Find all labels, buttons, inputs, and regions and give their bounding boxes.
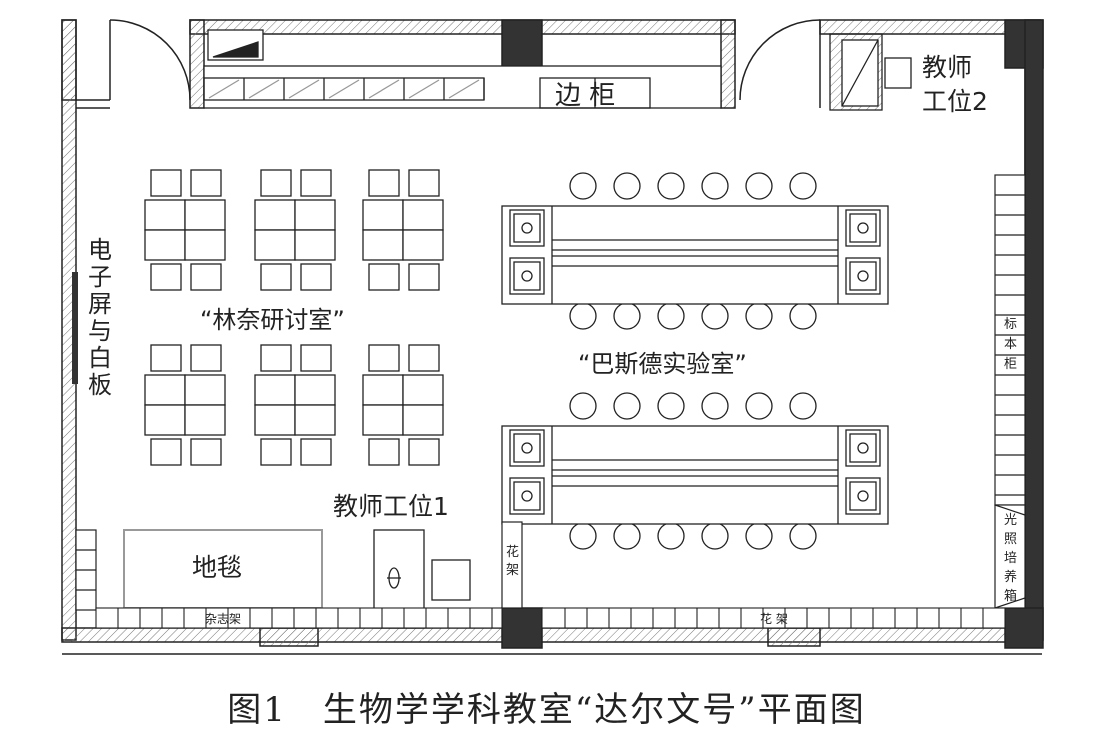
left-cabinet — [75, 529, 97, 611]
discussion-tables — [144, 169, 444, 466]
flower-stand-small-label: 花架 — [506, 544, 519, 578]
carpet — [123, 529, 323, 609]
teacher-station-1-label: 教师工位1 — [333, 492, 449, 521]
bass-lab-label: “巴斯德实验室” — [578, 350, 747, 378]
table-group — [254, 344, 336, 466]
table-group — [362, 344, 444, 466]
flower-stand-small — [501, 521, 523, 609]
growth-chamber-label: 光照培养箱 — [1004, 513, 1017, 604]
lab-bench — [501, 392, 889, 550]
lab-bench — [501, 172, 889, 330]
figure-caption: 图1 生物学学科教室“达尔文号”平面图 — [227, 690, 866, 730]
growth-chamber — [994, 504, 1026, 609]
carpet-label: 地毯 — [192, 553, 242, 582]
screen-whiteboard-label: 电子屏与白板 — [88, 236, 112, 399]
table-group — [254, 169, 336, 291]
magazine-rack — [95, 607, 503, 629]
specimen-cabinet-label: 标本柜 — [1004, 317, 1017, 372]
flower-stand-bottom — [541, 607, 1006, 629]
floor-plan: 边 柜 教师 工位2 电子屏与白板 “林奈研讨室” “巴斯德实验室” 标本柜 光… — [61, 19, 1044, 655]
side-cabinet-label: 边 柜 — [555, 81, 615, 111]
table-group — [144, 169, 226, 291]
lab-benches — [501, 172, 889, 550]
side-cabinet — [203, 29, 722, 109]
linnai-room-label: “林奈研讨室” — [200, 306, 345, 334]
teacher-station-2-label: 教师 工位2 — [922, 53, 988, 116]
teacher-station-2 — [829, 33, 912, 111]
flower-stand-bottom-label: 花 架 — [760, 611, 788, 626]
table-group — [362, 169, 444, 291]
door-left — [109, 19, 191, 101]
table-group — [144, 344, 226, 466]
door-right — [739, 19, 821, 108]
magazine-rack-label: 杂志架 — [205, 612, 241, 626]
whiteboard — [72, 272, 78, 384]
